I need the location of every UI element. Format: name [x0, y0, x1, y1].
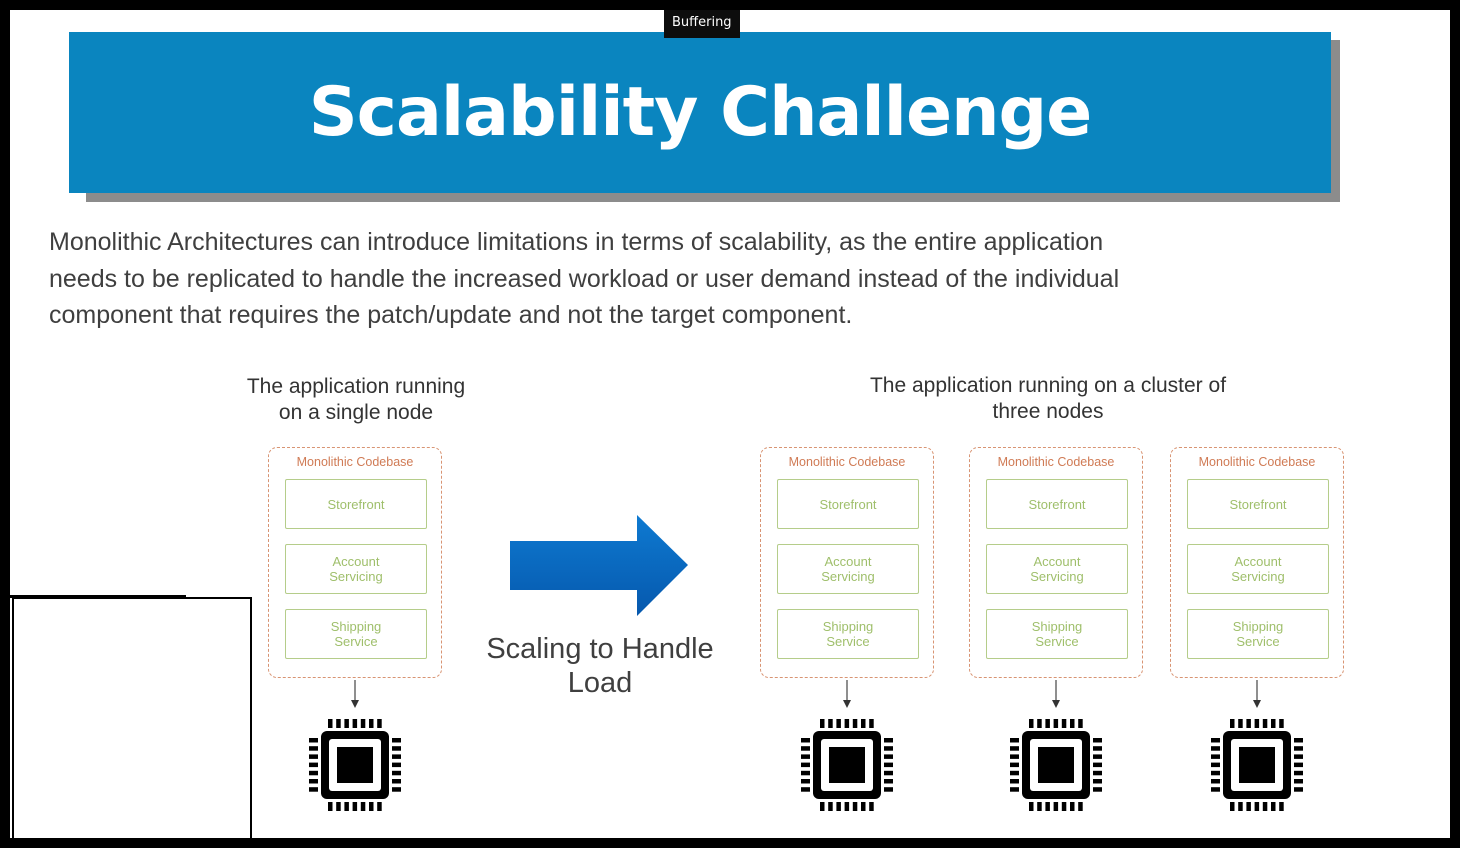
intro-line: Monolithic Architectures can introduce l… — [49, 228, 1104, 256]
webcam-frame-top — [10, 595, 186, 598]
component-label: Account — [1234, 554, 1282, 569]
component-label: Shipping — [1031, 619, 1083, 634]
component-box: Storefront — [285, 479, 427, 529]
component-label: Account — [824, 554, 872, 569]
caption-line: on a single node — [278, 401, 434, 424]
scaling-label: Scaling to Handle Load — [480, 632, 720, 700]
component-box: Storefront — [777, 479, 919, 529]
component-label: Storefront — [1229, 496, 1287, 512]
component-label: Shipping — [330, 619, 382, 634]
webcam-overlay — [12, 597, 252, 838]
arrow-right-icon — [510, 515, 688, 616]
caption-line: The application running on a cluster of — [869, 374, 1227, 397]
component-box: Storefront — [1187, 479, 1329, 529]
intro-line: needs to be replicated to handle the inc… — [49, 264, 1120, 293]
intro-paragraph: Monolithic Architectures can introduce l… — [49, 224, 1339, 334]
component-label: Servicing — [1231, 569, 1285, 584]
component-label: Storefront — [327, 496, 385, 512]
component-label: Servicing — [1030, 569, 1084, 584]
component-label: Shipping — [822, 619, 874, 634]
arrow-down-icon — [351, 680, 359, 708]
slide-title: Scalability Challenge — [308, 73, 1093, 152]
cpu-chip-icon — [801, 719, 893, 811]
component-label: Servicing — [329, 569, 383, 584]
node-title: Monolithic Codebase — [1198, 455, 1316, 469]
node-title: Monolithic Codebase — [296, 455, 414, 469]
component-label: Service — [334, 634, 378, 649]
node-title: Monolithic Codebase — [788, 455, 906, 469]
cpu-chip-icon — [1010, 719, 1102, 811]
cpu-chip-icon — [1211, 719, 1303, 811]
title-banner: Scalability Challenge — [69, 32, 1331, 193]
scaling-label-line: Load — [567, 667, 633, 699]
presentation-slide: Scalability Challenge Monolithic Archite… — [10, 10, 1450, 838]
node-title: Monolithic Codebase — [997, 455, 1115, 469]
component-box: Storefront — [986, 479, 1128, 529]
component-label: Storefront — [819, 496, 877, 512]
arrow-down-icon — [1052, 680, 1060, 708]
intro-line: component that requires the patch/update… — [49, 301, 853, 329]
component-label: Servicing — [821, 569, 875, 584]
component-label: Service — [1236, 634, 1280, 649]
single-node-caption: The application running on a single node — [216, 374, 496, 426]
buffering-indicator: Buffering — [664, 10, 740, 38]
cluster-caption: The application running on a cluster of … — [828, 373, 1268, 425]
caption-line: The application running — [246, 375, 466, 398]
arrow-down-icon — [843, 680, 851, 708]
component-label: Account — [332, 554, 380, 569]
component-label: Shipping — [1232, 619, 1284, 634]
component-label: Service — [1035, 634, 1079, 649]
component-label: Storefront — [1028, 496, 1086, 512]
scaling-label-line: Scaling to Handle — [486, 633, 714, 665]
component-label: Account — [1033, 554, 1081, 569]
component-label: Service — [826, 634, 870, 649]
cpu-chip-icon — [309, 719, 401, 811]
arrow-down-icon — [1253, 680, 1261, 708]
caption-line: three nodes — [992, 400, 1104, 423]
